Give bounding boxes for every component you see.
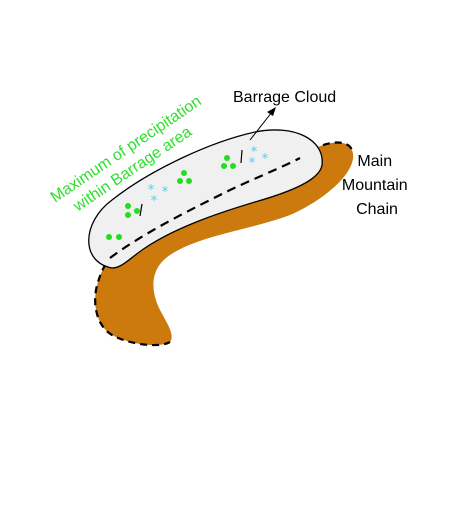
rain-dot bbox=[125, 203, 131, 209]
rain-dot bbox=[224, 155, 230, 161]
barrage-cloud-arrow bbox=[249, 107, 276, 141]
main-mountain-chain-label: Main Mountain Chain bbox=[342, 153, 412, 218]
snow-star: * bbox=[162, 185, 169, 200]
rain-dot bbox=[134, 208, 140, 214]
rain-dot bbox=[177, 178, 183, 184]
rain-dot bbox=[125, 212, 131, 218]
main-mountain-chain-line-1: Main bbox=[357, 153, 392, 170]
main-mountain-chain-line-2: Mountain bbox=[342, 177, 408, 194]
rain-dots bbox=[106, 155, 236, 240]
snow-star: * bbox=[151, 194, 158, 209]
rain-dot bbox=[106, 234, 112, 240]
main-mountain-chain-line-3: Chain bbox=[356, 201, 398, 218]
snow-star: * bbox=[249, 156, 256, 171]
snow-star: * bbox=[262, 152, 269, 167]
rain-dot bbox=[230, 163, 236, 169]
mountain-west-dashed-outline bbox=[94, 244, 171, 347]
mountain-chain-shape bbox=[95, 142, 354, 346]
barrage-cloud-shape bbox=[88, 129, 323, 269]
snow-star: * bbox=[251, 145, 258, 160]
rain-dot bbox=[221, 163, 227, 169]
rain-dot bbox=[181, 170, 187, 176]
rain-dot bbox=[186, 178, 192, 184]
rain-dot bbox=[116, 234, 122, 240]
precipitation-tick-east bbox=[240, 149, 243, 164]
barrage-cloud-label: Barrage Cloud bbox=[233, 89, 336, 106]
snow-stars: * * * * * * bbox=[148, 145, 269, 209]
snow-star: * bbox=[148, 183, 155, 198]
ridge-line-in-cloud bbox=[109, 157, 301, 259]
precipitation-tick-west bbox=[139, 203, 143, 217]
